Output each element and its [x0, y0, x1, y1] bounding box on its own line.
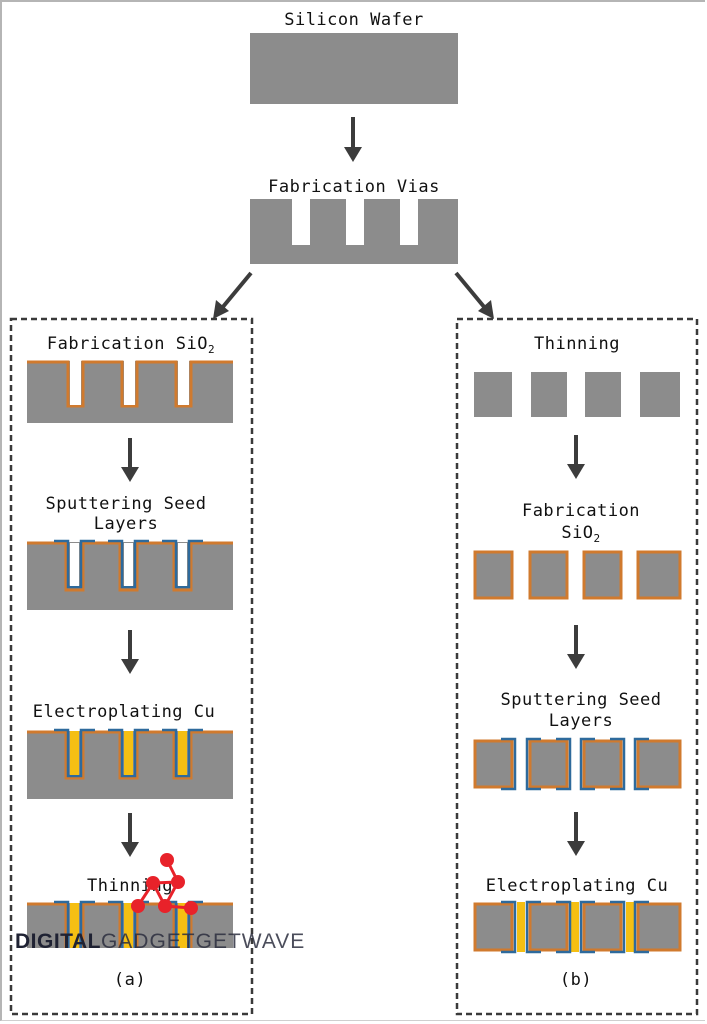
- panel-b-arrow-3: [567, 812, 585, 856]
- panel-b-step1-label: Thinning: [534, 334, 620, 354]
- panel-a-arrow-1: [121, 438, 139, 482]
- watermark-logo-icon: [131, 853, 198, 915]
- panel-b-step3-wafer: [473, 737, 682, 791]
- panel-b-step4-label: Electroplating Cu: [486, 876, 669, 896]
- panel-b-step2-label-line1: Fabrication: [522, 501, 640, 521]
- panel-b-arrow-2: [567, 625, 585, 669]
- panel-b-border: [455, 317, 699, 1016]
- panel-a-arrow-2: [121, 630, 139, 674]
- arrow-to-panel-a: [213, 271, 253, 319]
- panel-b-arrow-1: [567, 435, 585, 479]
- arrow-down-1: [344, 117, 362, 162]
- panel-a-arrow-3: [121, 813, 139, 857]
- panel-a-step4-wafer: [27, 900, 233, 948]
- arrow-to-panel-b: [454, 271, 494, 319]
- panel-b-step4-wafer: [473, 900, 682, 954]
- panel-b-step3-label-line1: Sputtering Seed: [500, 690, 661, 710]
- wafer-with-vias: [250, 199, 458, 264]
- step-label-fabrication-vias: Fabrication Vias: [268, 177, 440, 197]
- panel-b-step1-wafer: [474, 372, 680, 417]
- panel-a-step2-wafer: [27, 539, 233, 610]
- panel-b-step2-wafer: [473, 550, 682, 600]
- panel-a-step3-label: Electroplating Cu: [33, 702, 216, 722]
- panel-b-caption: (b): [560, 970, 592, 990]
- panel-b-step3-label-line2: Layers: [549, 711, 613, 731]
- panel-a-step4-label: Thinning: [87, 876, 173, 896]
- watermark-text: DIGITALGADGETGETWAVE: [15, 930, 305, 953]
- panel-a-border: [9, 317, 254, 1016]
- panel-a-step1-wafer: [27, 360, 233, 423]
- panel-a-step2-label-line1: Sputtering Seed: [45, 494, 206, 514]
- panel-a-step1-label: Fabrication SiO2: [47, 334, 215, 356]
- panel-b-step2-label-line2: SiO2: [561, 523, 600, 545]
- silicon-wafer: [250, 33, 458, 104]
- panel-a-step3-wafer: [27, 728, 233, 799]
- step-label-silicon-wafer: Silicon Wafer: [284, 10, 424, 30]
- panel-a-caption: (a): [114, 970, 146, 990]
- panel-a-step2-label-line2: Layers: [94, 514, 158, 534]
